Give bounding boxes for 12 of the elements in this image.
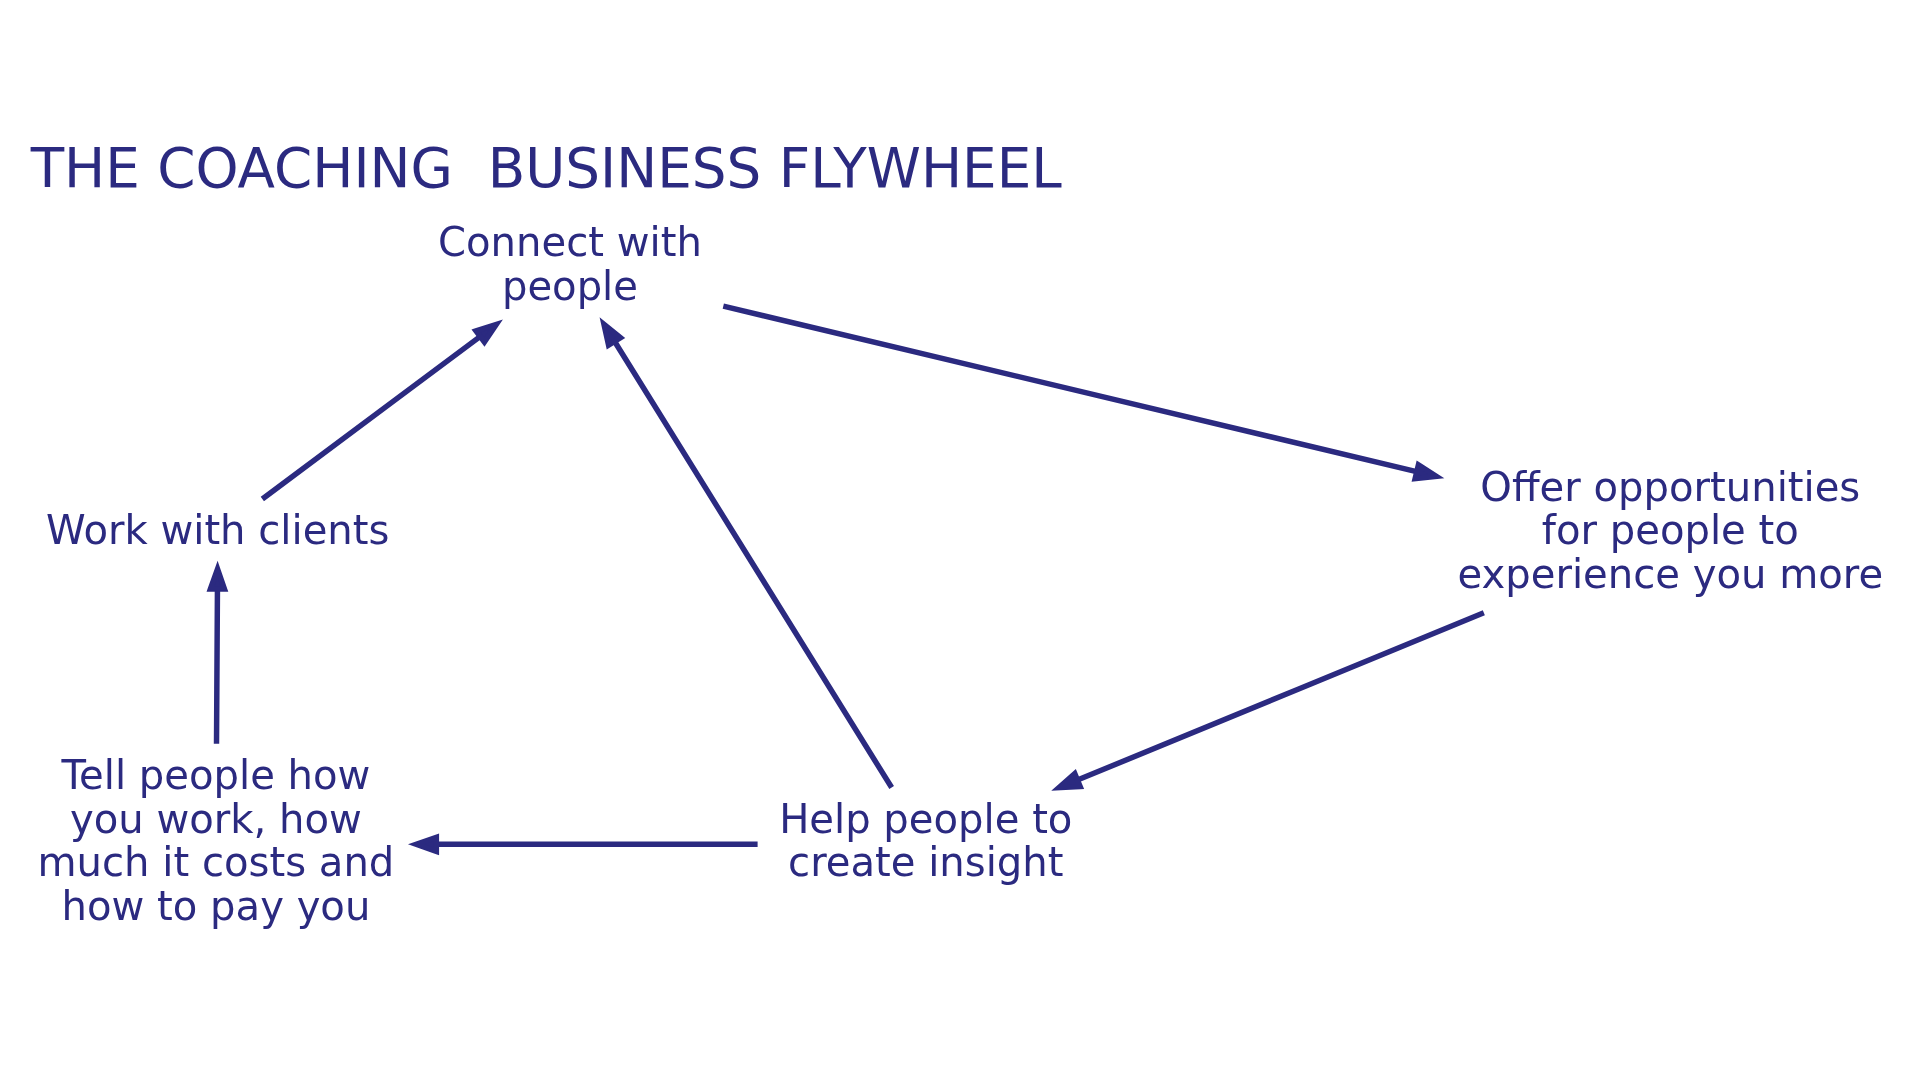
node-text: Connect with people bbox=[438, 218, 702, 309]
diagram-title: THE COACHING BUSINESS FLYWHEEL bbox=[30, 135, 1062, 200]
arrow bbox=[206, 560, 229, 744]
node-text: Help people to create insight bbox=[779, 795, 1073, 885]
arrow bbox=[408, 832, 758, 855]
arrow bbox=[260, 319, 503, 501]
arrow bbox=[722, 302, 1445, 482]
node-text: Tell people how you work, how much it costs and how to pay you bbox=[37, 751, 395, 929]
node-text: Offer opportunities for people to experience you more bbox=[1457, 463, 1884, 597]
arrow bbox=[599, 316, 894, 789]
node-text: Work with clients bbox=[46, 506, 390, 553]
arrow bbox=[1051, 609, 1485, 791]
